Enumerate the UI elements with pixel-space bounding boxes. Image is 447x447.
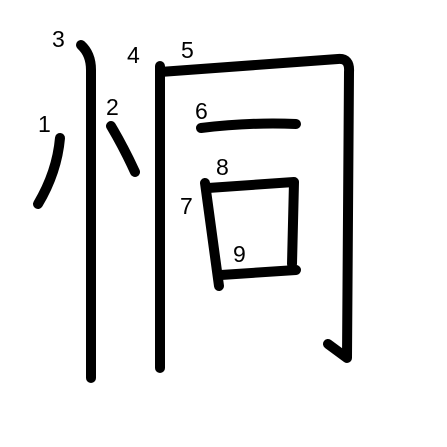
stroke-number-7: 7: [180, 193, 193, 219]
character-strokes: [33, 40, 355, 383]
stroke-number-3: 3: [52, 26, 65, 52]
stroke-8: [203, 177, 299, 269]
stroke-number-1: 1: [38, 111, 51, 137]
stroke-number-9: 9: [233, 241, 246, 267]
stroke-number-6: 6: [195, 98, 208, 124]
stroke-number-8: 8: [216, 154, 229, 180]
stroke-number-2: 2: [106, 94, 119, 120]
stroke-3: [76, 40, 96, 383]
stroke-order-labels: 1 2 3 4 5 6 7 8 9: [38, 26, 246, 267]
stroke-5: [155, 53, 355, 363]
stroke-1: [33, 133, 65, 209]
stroke-7: [200, 178, 224, 291]
stroke-6: [196, 118, 301, 133]
stroke-2: [106, 121, 140, 177]
stroke-9: [216, 265, 301, 280]
stroke-number-5: 5: [181, 37, 194, 63]
stroke-number-4: 4: [127, 42, 140, 68]
